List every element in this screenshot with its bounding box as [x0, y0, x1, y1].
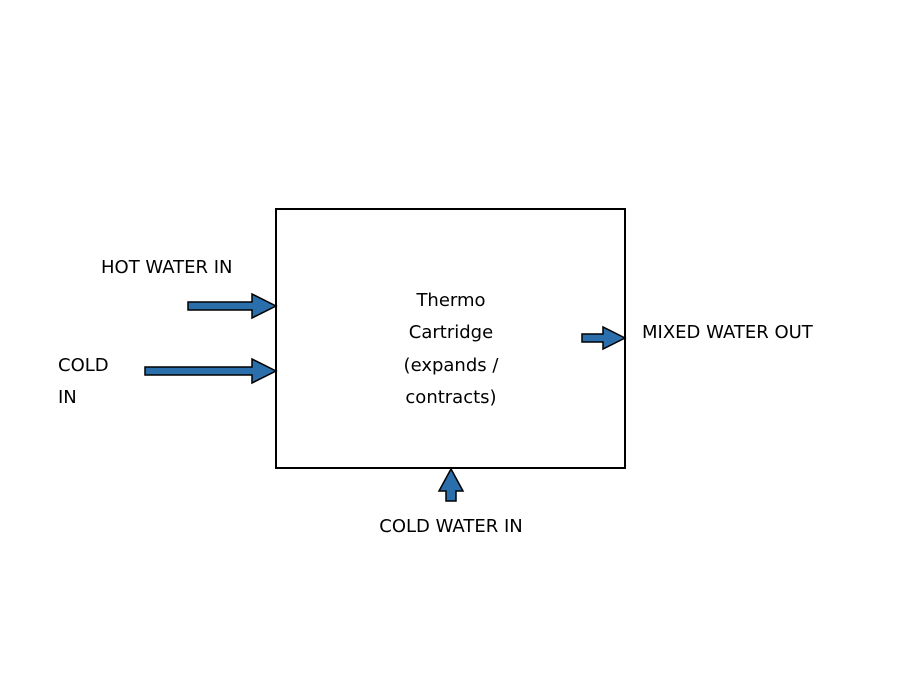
cold-in-left-arrow: [144, 357, 278, 385]
mixed-water-out-label: MIXED WATER OUT: [642, 322, 814, 343]
cartridge-label-line4: contracts): [405, 387, 496, 408]
cold-in-left-label-line1: COLD: [58, 355, 109, 376]
cartridge-label-line2: Cartridge: [409, 322, 493, 343]
cartridge-label-line3: (expands /: [404, 355, 500, 376]
cold-water-in-bottom-label: COLD WATER IN: [379, 516, 522, 537]
hot-water-in-arrow: [187, 292, 278, 320]
cold-in-left-label-line2: IN: [58, 387, 77, 408]
mixed-water-out-arrow: [581, 325, 627, 351]
cartridge-label-line1: Thermo: [415, 290, 485, 311]
hot-water-in-label: HOT WATER IN: [101, 257, 233, 278]
cold-water-in-bottom-arrow: [437, 467, 465, 502]
